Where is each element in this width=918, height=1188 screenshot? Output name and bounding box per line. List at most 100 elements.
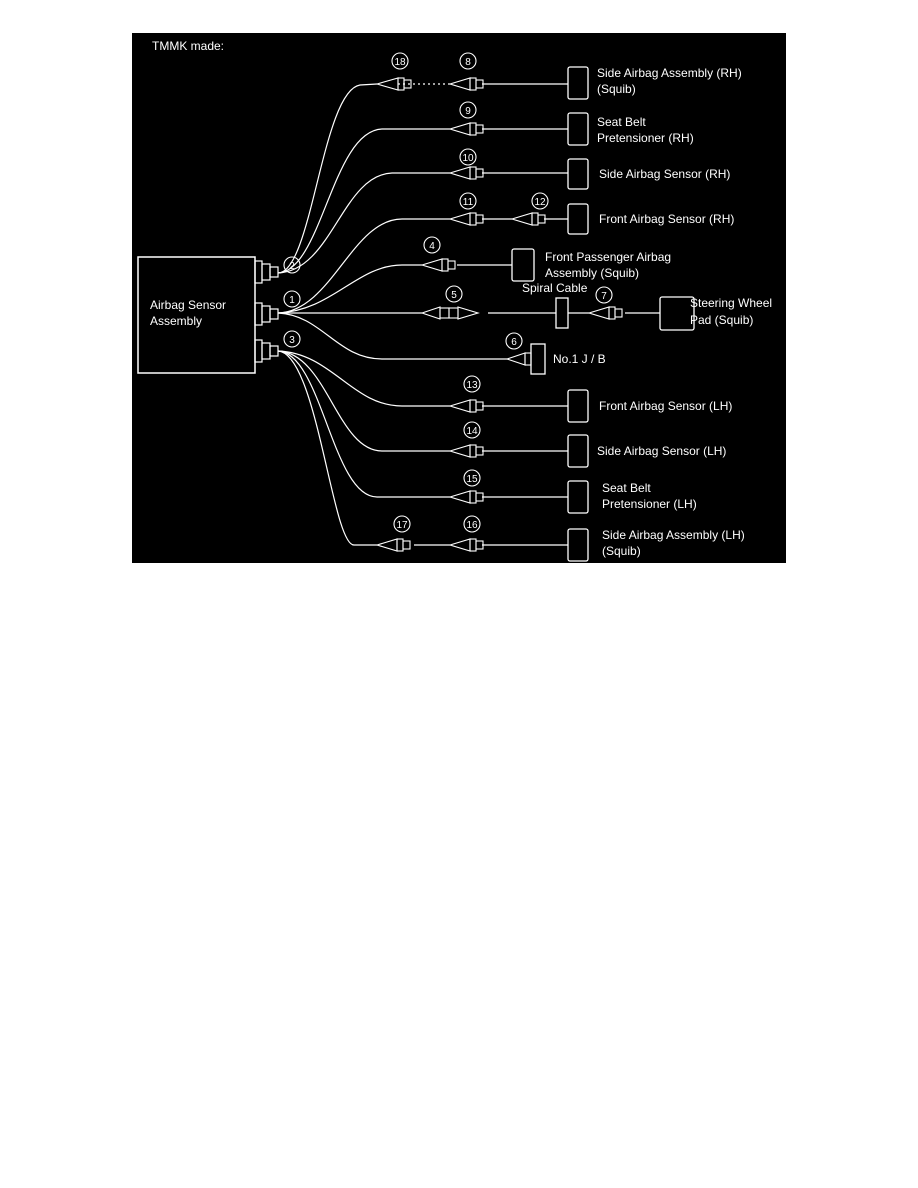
callout-circle-2: [283, 256, 301, 274]
connector-number-7: 7: [601, 291, 607, 302]
callout-circle-16: [463, 515, 481, 533]
seat-belt-lh-label-1: Seat Belt: [602, 481, 651, 495]
front-sensor-lh-label: Front Airbag Sensor (LH): [599, 399, 732, 413]
wire-to-4: [277, 264, 422, 314]
spiral-cable-box: [555, 297, 569, 329]
airbag-sensor-assembly-label-2: Assembly: [150, 314, 202, 328]
inline-connectors: [374, 77, 623, 552]
connector-number-9: 9: [465, 106, 471, 117]
connector-10: [448, 166, 484, 180]
callout-circle-10: [459, 148, 477, 166]
connector-number-6: 6: [511, 337, 517, 348]
front-sensor-lh-box: [567, 389, 589, 423]
wire-to-11: [277, 218, 450, 314]
callout-circles: [283, 52, 613, 533]
ecu-connector-2-tip: [269, 266, 279, 278]
ecu-connector-1-tip: [269, 308, 279, 320]
front-sensor-rh-box: [567, 203, 589, 235]
seat-belt-lh-box: [567, 480, 589, 514]
steering-wheel-label-2: Pad (Squib): [690, 313, 753, 327]
spiral-cable-label: Spiral Cable: [522, 281, 588, 295]
connector-14: [448, 444, 484, 458]
front-passenger-box: [511, 248, 535, 282]
front-passenger-label-1: Front Passenger Airbag: [545, 250, 671, 264]
port-number-3: 3: [289, 335, 295, 346]
steering-wheel-label-1: Steering Wheel: [690, 296, 772, 310]
jb-label: No.1 J / B: [553, 352, 606, 366]
callout-circle-11: [459, 192, 477, 210]
side-sensor-rh-box: [567, 158, 589, 190]
connector-16: [448, 538, 484, 552]
callout-circle-3: [283, 330, 301, 348]
component-boxes: [511, 66, 695, 562]
connector-5: [420, 306, 480, 320]
seat-belt-lh-label-2: Pretensioner (LH): [602, 497, 697, 511]
wire-to-15: [277, 350, 450, 498]
seat-belt-rh-label-1: Seat Belt: [597, 115, 646, 129]
wire-to-10: [277, 172, 450, 274]
seat-belt-rh-box: [567, 112, 589, 146]
side-airbag-rh-label-1: Side Airbag Assembly (RH): [597, 66, 742, 80]
connector-number-15: 15: [466, 474, 478, 485]
callout-circle-6: [505, 332, 523, 350]
airbag-wiring-diagram: TMMK made: Airbag Sensor Assembly: [132, 33, 786, 563]
side-airbag-lh-label-2: (Squib): [602, 544, 641, 558]
connector-4: [420, 258, 456, 272]
wire-to-14: [277, 350, 450, 452]
callout-circle-14: [463, 421, 481, 439]
callout-circle-17: [393, 515, 411, 533]
connector-13: [448, 399, 484, 413]
callout-circle-8: [459, 52, 477, 70]
connector-8: [448, 77, 484, 91]
port-number-1: 1: [289, 295, 295, 306]
diagram-title: TMMK made:: [152, 39, 224, 53]
connector-9: [448, 122, 484, 136]
connector-15: [448, 490, 484, 504]
steering-wheel-box: [659, 296, 695, 331]
diagram-background: [132, 33, 786, 563]
diagram-canvas: TMMK made: Airbag Sensor Assembly: [132, 33, 786, 563]
connector-12: [510, 212, 546, 226]
callout-circle-7: [595, 286, 613, 304]
connector-number-10: 10: [462, 153, 474, 164]
side-airbag-lh-box: [567, 528, 589, 562]
connector-7: [587, 306, 623, 320]
side-sensor-lh-box: [567, 434, 589, 468]
callout-circle-4: [423, 236, 441, 254]
connector-number-8: 8: [465, 57, 471, 68]
side-sensor-rh-label: Side Airbag Sensor (RH): [599, 167, 730, 181]
connector-number-5: 5: [451, 290, 457, 301]
seat-belt-rh-label-2: Pretensioner (RH): [597, 131, 694, 145]
callout-circle-13: [463, 375, 481, 393]
side-airbag-rh-label-2: (Squib): [597, 82, 636, 96]
front-passenger-label-2: Assembly (Squib): [545, 266, 639, 280]
callout-circle-18: [391, 52, 409, 70]
wire-to-9: [277, 128, 450, 274]
connector-number-14: 14: [466, 426, 478, 437]
connector-number-18: 18: [394, 57, 406, 68]
callout-circle-12: [531, 192, 549, 210]
connector-number-13: 13: [466, 380, 478, 391]
connector-number-4: 4: [429, 241, 435, 252]
callout-circle-1: [283, 290, 301, 308]
connector-18: [374, 77, 412, 91]
wire-to-6: [277, 312, 507, 360]
port-number-2: 2: [289, 261, 295, 272]
wire-to-13: [277, 350, 450, 407]
connector-number-17: 17: [396, 520, 408, 531]
side-airbag-rh-box: [567, 66, 589, 100]
connector-number-11: 11: [463, 197, 474, 208]
airbag-sensor-assembly-label-1: Airbag Sensor: [150, 298, 226, 312]
jb-box: [530, 343, 546, 375]
callout-circle-15: [463, 469, 481, 487]
wire-to-17: [277, 350, 377, 546]
side-sensor-lh-label: Side Airbag Sensor (LH): [597, 444, 726, 458]
side-airbag-lh-label-1: Side Airbag Assembly (LH): [602, 528, 745, 542]
component-labels: Side Airbag Assembly (RH) (Squib) Seat B…: [522, 66, 772, 558]
callout-circle-9: [459, 101, 477, 119]
wire-harness: [277, 83, 660, 546]
connector-number-16: 16: [466, 520, 478, 531]
connector-11: [448, 212, 484, 226]
connector-number-12: 12: [534, 197, 546, 208]
front-sensor-rh-label: Front Airbag Sensor (RH): [599, 212, 734, 226]
